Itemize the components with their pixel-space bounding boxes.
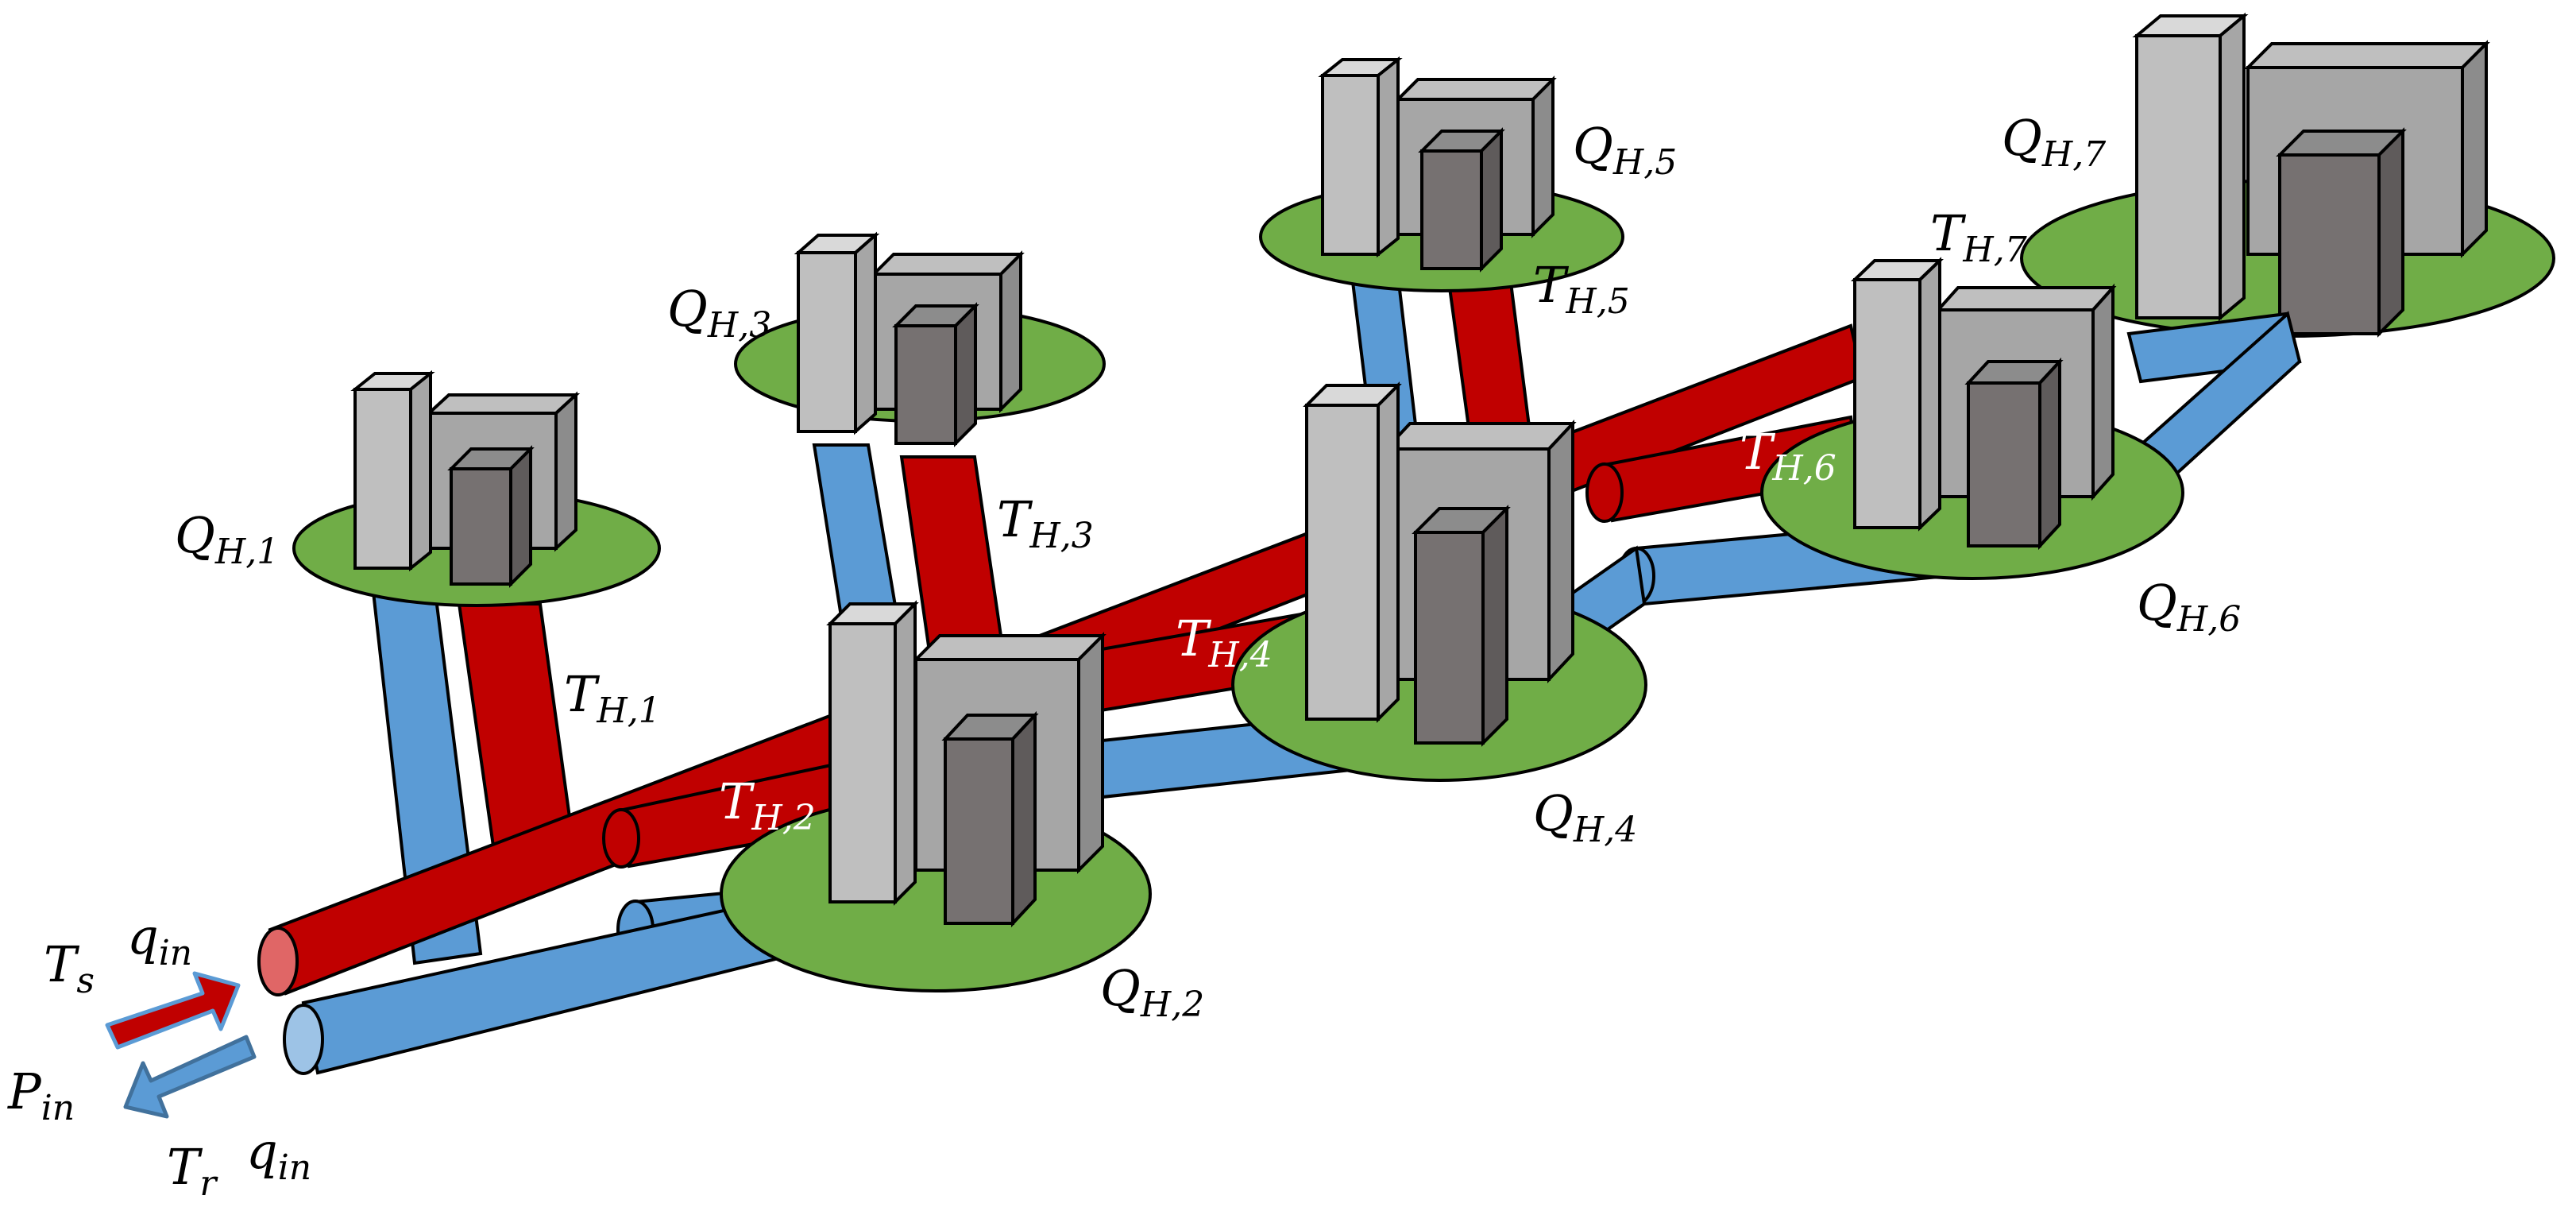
label-th4: TH,4: [1176, 609, 1273, 675]
label-th5: TH,5: [1533, 256, 1630, 322]
consumer-1: [292, 369, 661, 607]
label-pin: Pin: [7, 1062, 75, 1128]
supply-flow-arrow: [105, 971, 241, 1050]
label-th3: TH,3: [997, 490, 1094, 556]
label-th1: TH,1: [564, 665, 661, 731]
consumer-6: [1760, 257, 2184, 580]
building-6: [1851, 257, 2117, 551]
label-qh5: QH,5: [1573, 117, 1677, 183]
building-2: [826, 600, 1106, 928]
labels: QH,1 TH,1 QH,3 TH,3 QH,5 TH,5 QH,7 TH,7 …: [7, 109, 2241, 1204]
label-tr: Tr: [167, 1138, 218, 1204]
label-th2: TH,2: [719, 772, 816, 838]
building-3: [794, 231, 1025, 447]
label-qh1: QH,1: [175, 506, 279, 572]
building-5: [1318, 56, 1557, 273]
consumer-2: [720, 600, 1152, 992]
consumer-3: [734, 231, 1106, 447]
consumer-7: [2020, 12, 2555, 338]
building-4: [1303, 381, 1577, 747]
consumer-4: [1231, 381, 1647, 782]
building-7: [2132, 12, 2490, 338]
label-qh7: QH,7: [2002, 109, 2106, 175]
label-qh6: QH,6: [2137, 574, 2241, 640]
label-qh4: QH,4: [1533, 784, 1637, 850]
supply-pipe-branch-5: [1445, 269, 1534, 447]
label-qin-return: qin: [246, 1122, 311, 1188]
label-ts: Ts: [44, 935, 95, 1001]
supply-pipe-end: [257, 927, 299, 996]
consumer-5: [1259, 56, 1624, 292]
supply-pipe-branch-1: [457, 602, 574, 854]
label-th7: TH,7: [1930, 204, 2027, 270]
return-flow-arrow: [123, 1035, 257, 1119]
return-pipe-end: [283, 1004, 324, 1075]
label-qh2: QH,2: [1100, 959, 1204, 1025]
building-1: [350, 369, 581, 588]
label-qin-supply: qin: [127, 907, 192, 973]
label-qh3: QH,3: [667, 280, 771, 346]
label-th6: TH,6: [1740, 423, 1836, 489]
